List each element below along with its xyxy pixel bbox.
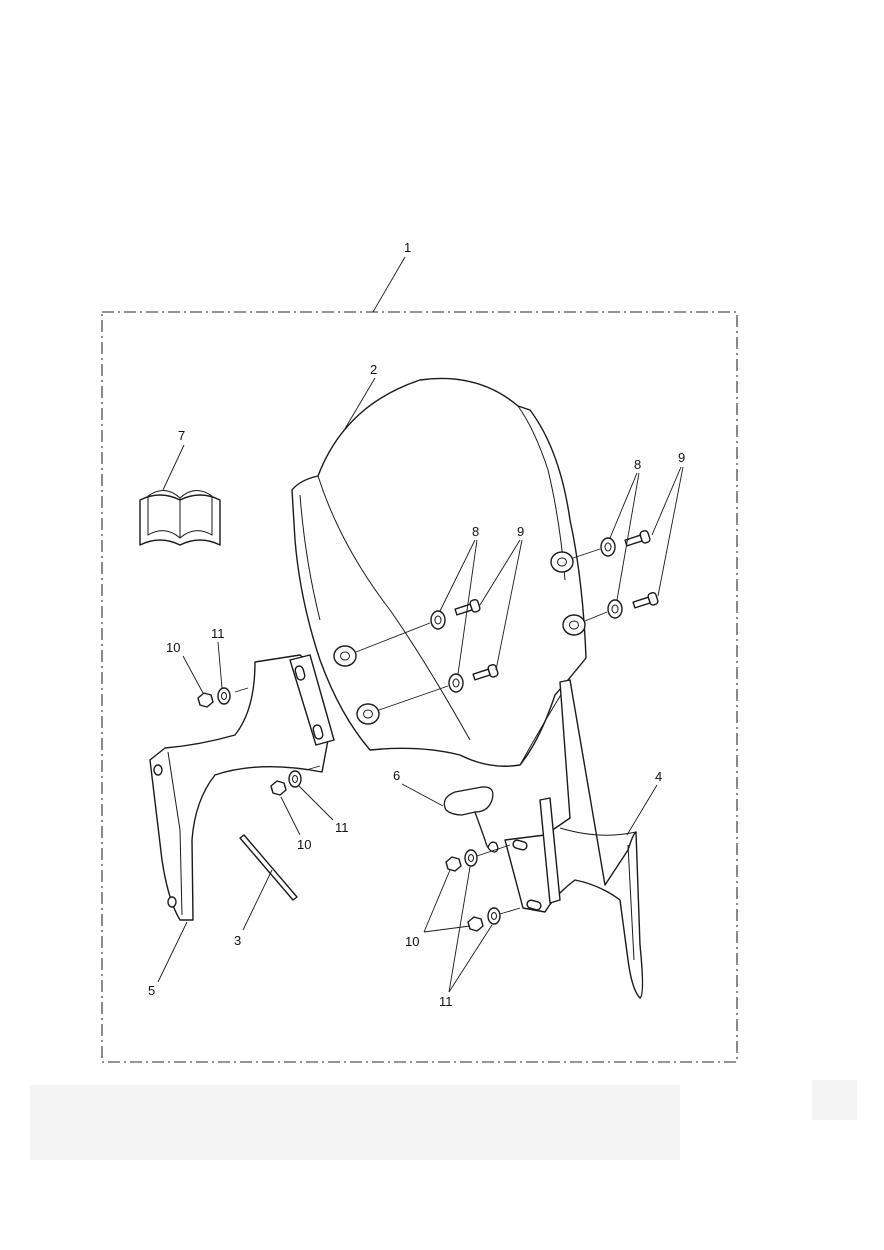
callout-11-left-top: 11: [211, 626, 225, 641]
leader-11b: [298, 785, 334, 821]
leader-3: [242, 869, 273, 931]
callout-4: 4: [655, 769, 662, 784]
leader-2: [342, 377, 376, 433]
leader-11a: [217, 641, 223, 689]
callout-7: 7: [178, 428, 185, 443]
left-mounting-bracket: [149, 654, 335, 921]
kit-boundary-frame: [101, 311, 738, 1063]
leader-9b-1: [651, 466, 682, 536]
callout-10-right: 10: [405, 934, 419, 949]
leader-5: [157, 921, 188, 983]
leader-9b-2: [657, 466, 684, 597]
leader-10b: [280, 796, 301, 836]
screen-grommets: [333, 551, 586, 725]
leader-4: [626, 784, 658, 836]
leader-7: [162, 444, 185, 491]
callout-11-right: 11: [439, 994, 453, 1009]
leader-8b-2: [616, 472, 640, 601]
callout-11-left-bottom: 11: [335, 820, 349, 835]
callout-8-right: 8: [634, 457, 641, 472]
leader-11c-1: [448, 866, 471, 993]
leader-8b-1: [609, 472, 638, 539]
leader-9a-1: [479, 539, 521, 606]
callout-9-center: 9: [517, 524, 524, 539]
callout-10-left-bottom: 10: [297, 837, 311, 852]
windscreen: [291, 377, 587, 767]
left-nuts-spacers: [197, 687, 302, 796]
leader-11c-2: [448, 924, 493, 993]
washer-icons: [430, 537, 623, 693]
leader-9a-2: [495, 539, 523, 671]
callout-5: 5: [148, 983, 155, 998]
instruction-book-icon: [139, 490, 221, 546]
scan-shadow-right: [812, 1080, 857, 1120]
right-mounting-bracket: [504, 679, 644, 999]
callout-10-left-top: 10: [166, 640, 180, 655]
wire-clip: [443, 786, 499, 853]
scan-shadow: [30, 1085, 680, 1160]
leader-1: [372, 256, 406, 313]
callout-6: 6: [393, 768, 400, 783]
leader-8a-1: [439, 539, 476, 612]
screw-icons: [454, 529, 659, 681]
callout-9-right: 9: [678, 450, 685, 465]
leader-8a-2: [457, 539, 478, 675]
callout-1: 1: [404, 240, 411, 255]
leader-10c-2: [423, 925, 471, 933]
rod-tool: [239, 834, 298, 901]
assembly-lines: [355, 548, 608, 711]
leader-6: [401, 783, 444, 807]
callout-2: 2: [370, 362, 377, 377]
leader-10c-1: [423, 869, 451, 933]
right-nuts-spacers: [445, 844, 521, 932]
callout-3: 3: [234, 933, 241, 948]
leader-10a: [182, 655, 204, 694]
callout-8-center: 8: [472, 524, 479, 539]
